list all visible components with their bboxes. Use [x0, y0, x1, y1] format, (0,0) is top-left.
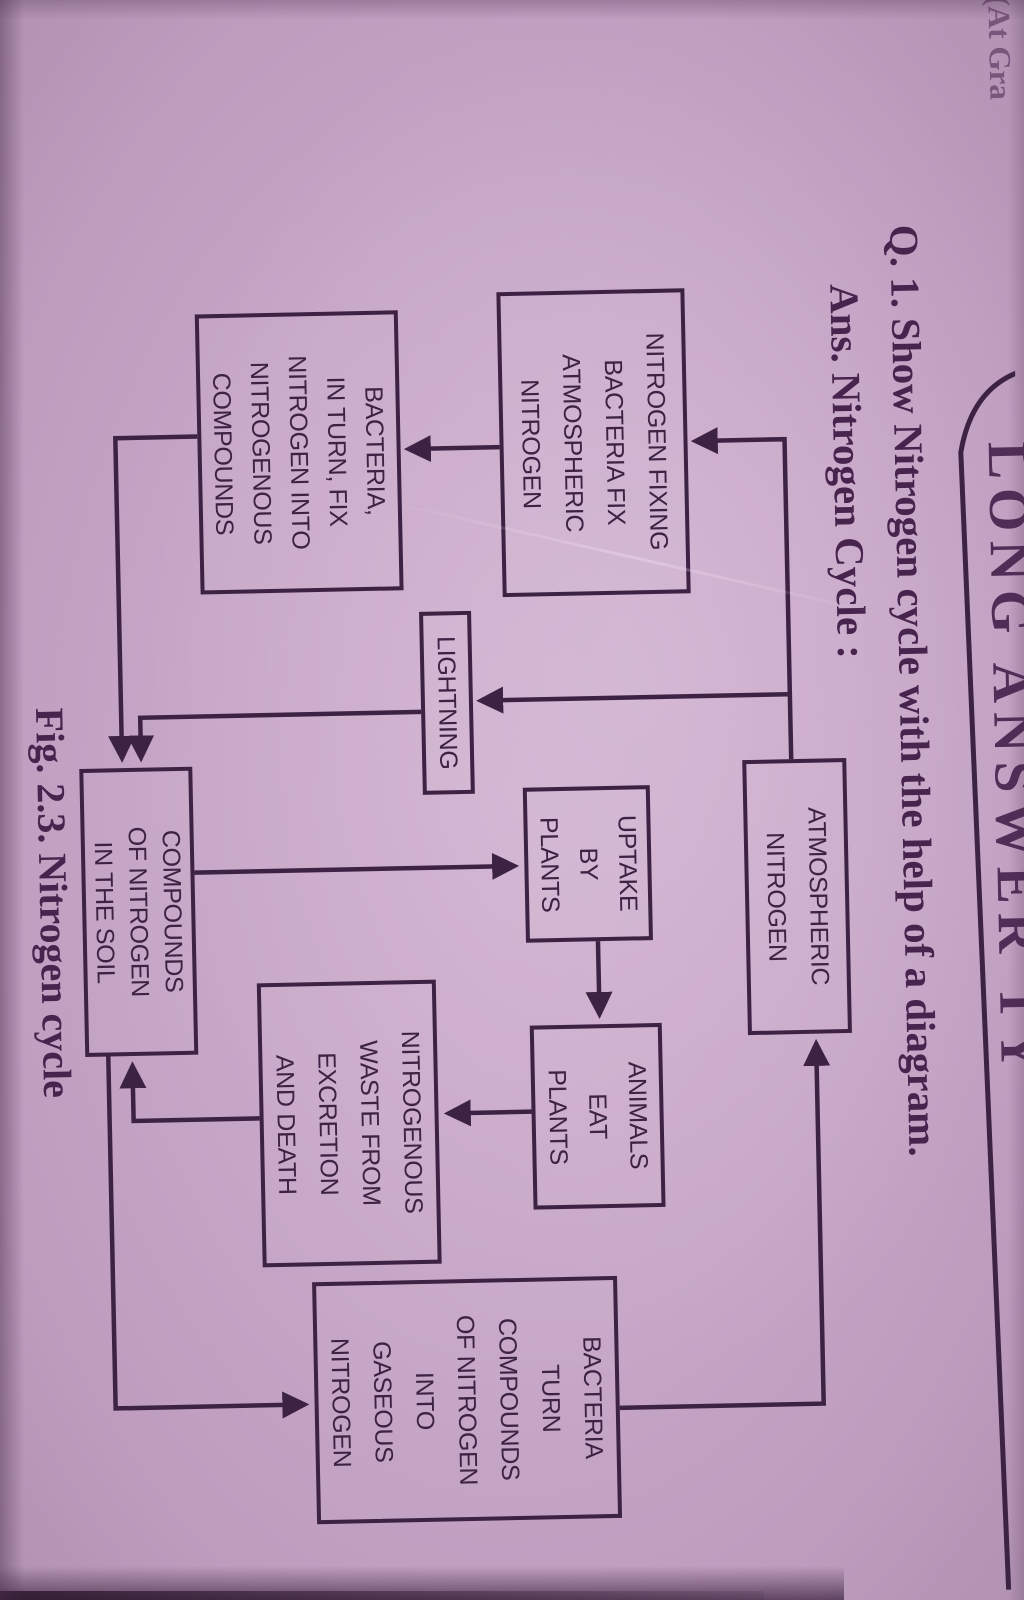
box-line: EXCRETION: [312, 1052, 344, 1196]
box-line: ATMOSPHERIC: [802, 806, 834, 986]
box-line: NITROGEN: [760, 831, 792, 963]
box-line: TURN: [536, 1363, 566, 1433]
corner-note: (At Gra: [981, 0, 1019, 101]
connector-soil-compounds-to-denitrifying-bacteria: [106, 1056, 310, 1419]
diagram-box-animals-eat-plants: ANIMALS EAT PLANTS: [529, 1022, 666, 1210]
box-line: ATMOSPHERIC: [556, 353, 589, 533]
box-line: BACTERIA,: [359, 385, 391, 516]
box-line: NITROGEN FIXING: [640, 332, 673, 551]
box-line: PLANTS: [534, 816, 565, 913]
box-line: PLANTS: [542, 1069, 573, 1166]
connector-soil-compounds-to-uptake-by-plants: [194, 852, 520, 880]
connector-animals-eat-plants-to-nitrogenous-waste: [443, 1099, 532, 1127]
diagram-box-atmospheric-nitrogen: ATMOSPHERIC NITROGEN: [742, 757, 852, 1036]
diagram-box-lightning: LIGHTNING: [419, 610, 475, 795]
box-line: NITROGEN: [325, 1337, 357, 1468]
box-line: NITROGENOUS: [396, 1030, 429, 1214]
box-line: COMPOUNDS: [207, 372, 239, 536]
diagram-box-uptake-by-plants: UPTAKE BY PLANTS: [522, 785, 653, 943]
box-line: COMPOUNDS: [157, 829, 189, 993]
connector-nitrogenous-waste-to-soil-compounds: [119, 1061, 260, 1124]
connector-atmospheric-nitrogen-to-lightning: [476, 686, 788, 714]
box-line: UPTAKE: [612, 814, 643, 912]
box-line: IN TURN, FIX: [321, 376, 353, 527]
box-line: WASTE FROM: [354, 1039, 386, 1207]
connector-nitrogen-fixing-bacteria-to-bacteria-fix-compounds: [403, 435, 500, 463]
box-line: INTO: [410, 1371, 440, 1431]
diagram-box-nitrogen-fixing-bacteria: NITROGEN FIXING BACTERIA FIX ATMOSPHERIC NI…: [496, 288, 691, 598]
box-line: AND DEATH: [270, 1054, 302, 1196]
box-line: LIGHTNING: [431, 635, 463, 770]
connector-bacteria-fix-compounds-to-soil-compounds: [108, 434, 198, 763]
connector-atmospheric-nitrogen-to-nitrogen-fixing-bacteria: [690, 427, 794, 760]
diagram-box-denitrifying-bacteria: BACTERIA TURN COMPOUNDS OF NITROGEN INTO GASE…: [312, 1275, 623, 1525]
figure-caption: Fig. 2.3. Nitrogen cycle: [26, 707, 81, 1099]
answer-banner-outline: [958, 368, 1022, 1590]
box-line: OF NITROGEN: [451, 1314, 483, 1486]
connector-lightning-to-soil-compounds: [127, 709, 422, 763]
diagram-box-nitrogenous-waste: NITROGENOUS WASTE FROM EXCRETION AND DEATH: [256, 979, 442, 1268]
box-line: GASEOUS: [367, 1340, 399, 1463]
box-line: ANIMALS: [622, 1061, 653, 1170]
box-line: IN THE SOIL: [89, 841, 121, 984]
box-line: BY: [574, 847, 603, 881]
box-line: OF NITROGEN: [122, 826, 155, 998]
box-line: NITROGENOUS: [245, 361, 278, 545]
box-line: COMPOUNDS: [493, 1317, 525, 1481]
box-line: BACTERIA FIX: [598, 359, 631, 526]
connector-uptake-by-plants-to-animals-eat-plants: [585, 941, 613, 1019]
box-line: EAT: [583, 1093, 613, 1140]
box-line: BACTERIA: [577, 1335, 609, 1460]
answer-intro-text: Ans. Nitrogen Cycle :: [821, 283, 876, 660]
connector-denitrifying-bacteria-to-atmospheric-nitrogen: [619, 1038, 831, 1411]
box-line: NITROGEN INTO: [283, 354, 316, 550]
box-line: NITROGEN: [515, 378, 546, 510]
